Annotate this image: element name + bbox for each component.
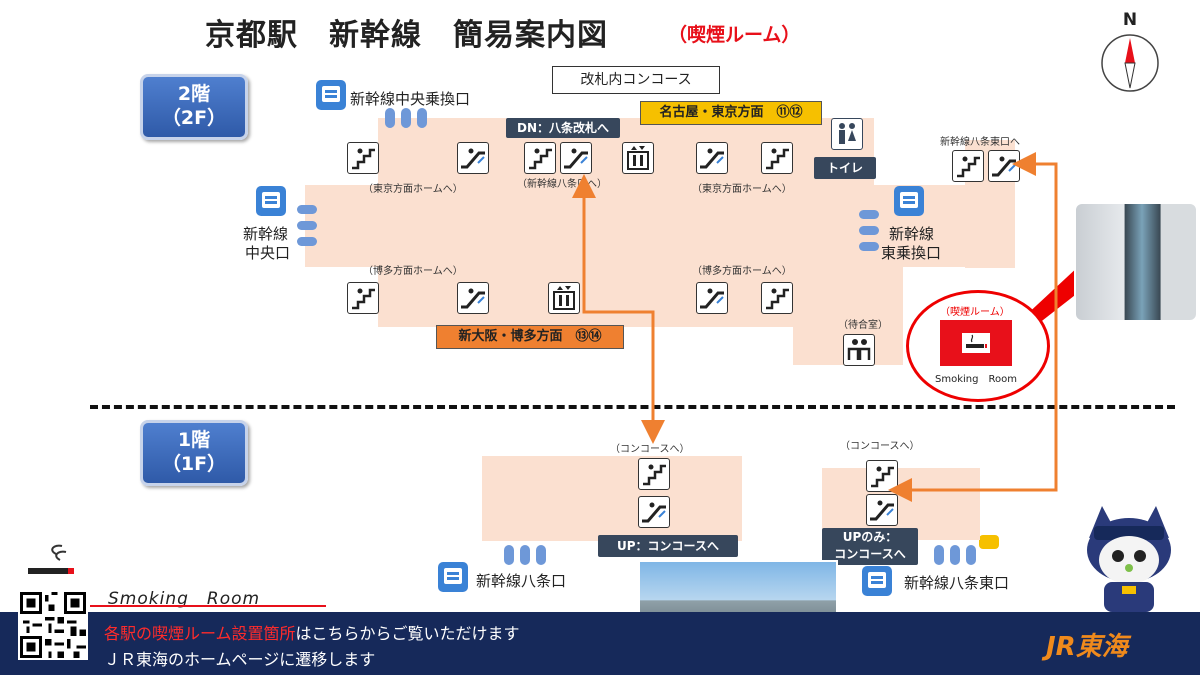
central-exit-label-2: 中央口 (245, 244, 291, 262)
hachijo-east-to-label: 新幹線八条東口へ (940, 137, 1020, 148)
compass-north-label: N (1122, 10, 1138, 30)
to-concourse-label-1: （コンコースへ） (610, 444, 690, 455)
floor-badge-1f-line2: （1F） (161, 453, 227, 475)
footer-line-1[interactable]: 各駅の喫煙ルーム設置箇所はこちらからご覧いただけます (104, 620, 520, 644)
hachijo-exit-label: 新幹線八条口 (476, 572, 567, 590)
legend-underline (90, 605, 326, 607)
stairs-icon (761, 142, 793, 174)
to-tokyo-platform-2: （東京方面ホームへ） (692, 184, 792, 195)
elevator-icon (548, 282, 580, 314)
to-concourse-label-2: （コンコースへ） (840, 441, 920, 452)
gate-icon (316, 80, 346, 110)
stairs-icon (524, 142, 556, 174)
floor-badge-1f: 1階 （1F） (140, 420, 248, 486)
gate-icon (894, 186, 924, 216)
east-transfer-label-2: 東乗換口 (881, 244, 942, 262)
ticket-gate (297, 205, 317, 214)
ticket-gate (520, 545, 530, 565)
smoking-sign (940, 320, 1012, 366)
ticket-gate (401, 108, 411, 128)
floor-badge-2f-line1: 2階 (177, 83, 211, 105)
ticket-gate (950, 545, 960, 565)
waiting-room-icon (843, 334, 875, 366)
footer-bar (0, 612, 1200, 675)
ticket-gate (859, 210, 879, 219)
east-transfer-label-1: 新幹線 (889, 225, 935, 243)
escalator-icon (696, 142, 728, 174)
escalator-icon (696, 282, 728, 314)
escalator-icon (638, 496, 670, 528)
compass-icon (1101, 34, 1159, 92)
page-title: 京都駅 新幹線 簡易案内図 (205, 18, 608, 53)
stairs-icon (761, 282, 793, 314)
page-subtitle: （喫煙ルーム） (668, 24, 801, 46)
ticket-gate (297, 221, 317, 230)
stairs-icon (952, 150, 984, 182)
stairs-icon (638, 458, 670, 490)
smoking-room-en-label: Smoking Room (935, 374, 1017, 385)
escalator-icon (457, 142, 489, 174)
direction-nagoya-tokyo: 名古屋・東京方面 ⑪⑫ (640, 101, 822, 125)
floor-badge-1f-line1: 1階 (177, 429, 211, 451)
stairs-icon (347, 282, 379, 314)
to-tokyo-platform-1: （東京方面ホームへ） (363, 184, 463, 195)
ticket-gate (859, 242, 879, 251)
up-only-label: UPのみ： コンコースへ (822, 528, 918, 565)
ticket-gate (934, 545, 944, 565)
floor-badge-2f: 2階 （2F） (140, 74, 248, 140)
legend-smoking-label: Smoking Room (108, 589, 261, 609)
footer-line-1-white: はこちらからご覧いただけます (295, 624, 520, 643)
stairs-icon (347, 142, 379, 174)
smoking-room-jp-label: （喫煙ルーム） (940, 307, 1010, 318)
cigarette-icon (28, 544, 74, 574)
floor-area-1f-left (482, 456, 742, 541)
to-hakata-platform-1: （博多方面ホームへ） (363, 266, 463, 277)
footer-line-1-red: 各駅の喫煙ルーム設置箇所 (104, 624, 296, 643)
ticket-gate (385, 108, 395, 128)
footer-line-2: ＪＲ東海のホームページに遷移します (104, 650, 376, 669)
dn-hachijo-label: DN：八条改札へ (506, 118, 620, 138)
floor-separator (90, 405, 1175, 409)
qr-code[interactable] (18, 590, 88, 660)
gate-icon (862, 566, 892, 596)
to-hachijo-label: （新幹線八条口へ） (517, 179, 607, 190)
ticket-gate (536, 545, 546, 565)
gate-icon (438, 562, 468, 592)
concourse-label: 改札内コンコース (552, 66, 720, 94)
central-transfer-label: 新幹線中央乗換口 (350, 90, 471, 108)
ticket-gate (504, 545, 514, 565)
elevator-icon (622, 142, 654, 174)
smoking-icon (962, 333, 990, 353)
compass: N (1100, 10, 1160, 94)
central-exit-label-1: 新幹線 (243, 225, 289, 243)
ticket-gate (417, 108, 427, 128)
mascot-illustration (1064, 498, 1194, 614)
floor-badge-2f-line2: （2F） (161, 107, 227, 129)
toilet-label: トイレ (814, 157, 876, 179)
smoking-room-photo (1074, 202, 1198, 322)
escalator-icon (560, 142, 592, 174)
toilet-icon (831, 118, 863, 150)
gate-icon (256, 186, 286, 216)
waiting-room-label: （待合室） (838, 320, 888, 331)
jr-central-logo: JR東海 (1046, 632, 1128, 662)
ticket-gate (859, 226, 879, 235)
escalator-icon (457, 282, 489, 314)
ticket-gate (966, 545, 976, 565)
ticket-gate (979, 535, 999, 549)
ticket-gate (297, 237, 317, 246)
to-hakata-platform-2: （博多方面ホームへ） (692, 266, 792, 277)
up-concourse-label: UP：コンコースへ (598, 535, 738, 557)
up-only-label-1: UPのみ： (842, 530, 898, 544)
direction-shin-osaka-hakata: 新大阪・博多方面 ⑬⑭ (436, 325, 624, 349)
up-only-label-2: コンコースへ (834, 547, 906, 561)
hachijo-east-exit-label: 新幹線八条東口 (904, 574, 1010, 592)
qr-code-pattern (20, 592, 86, 658)
